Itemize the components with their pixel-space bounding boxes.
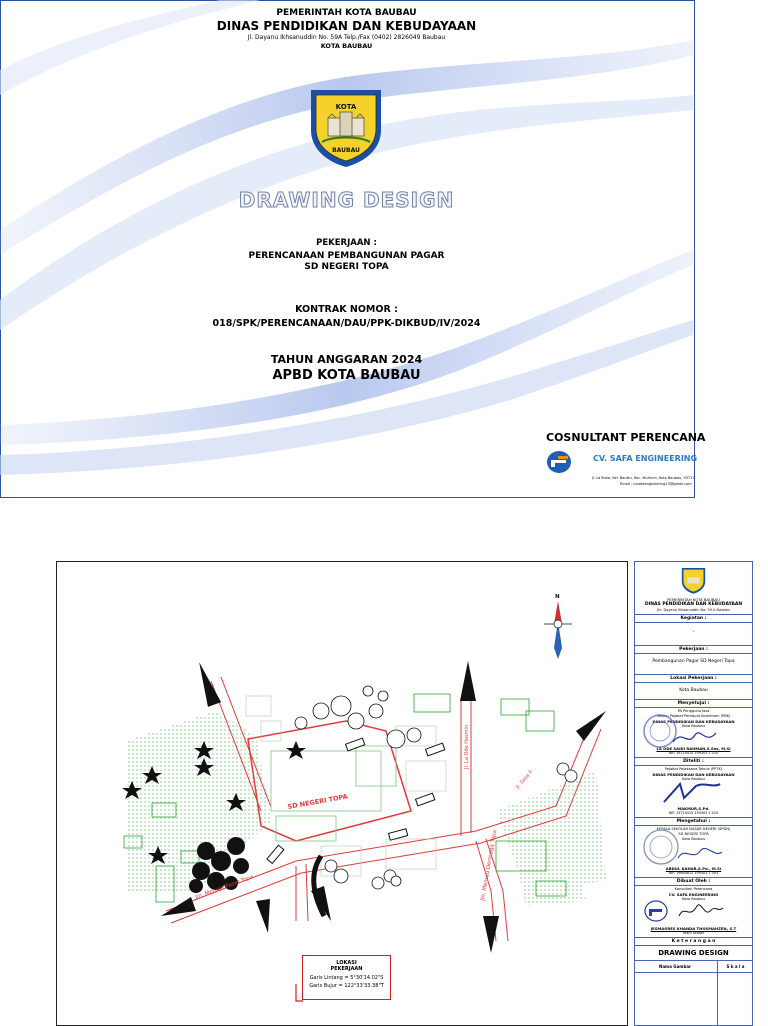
location-info-box: LOKASI PEKERJAAN Garis Lintang = 5°30'14… xyxy=(302,955,391,1000)
tb-diteliti-label: Diteliti : xyxy=(683,759,704,764)
tb-gov: PEMERINTAH KOTA BAUBAU xyxy=(667,597,720,602)
pekerjaan-line-2: SD NEGERI TOPA xyxy=(304,262,389,272)
tb-dibuat-role-3: Kota Baubau xyxy=(682,897,705,901)
tb-diteliti-nip: NIP. 19710415 199303 1 010 xyxy=(668,811,719,815)
cover-title: DRAWING DESIGN xyxy=(238,188,455,213)
tb-menyetujui-label: Menyetujui : xyxy=(677,701,710,706)
svg-text:N: N xyxy=(555,594,560,600)
tb-pekerjaan-value: Pembangunan Pagar SD Negeri Topa xyxy=(652,659,735,664)
tb-dibuat-name: JESMAGRES KHANDA THOSMAHZEN, S.T xyxy=(650,926,737,931)
tb-menyetujui-role-2: Selaku Pejabat Pembuat Komitmen (PBK) xyxy=(656,714,731,718)
safa-engineering-logo-icon xyxy=(547,451,571,473)
dibuat-signature-icon xyxy=(678,904,724,917)
kota-baubau-crest-small-icon xyxy=(681,568,706,594)
pekerjaan-line-1: PERENCANAAN PEMBANGUNAN PAGAR xyxy=(248,251,445,261)
crest-text-bottom: BAUBAU xyxy=(332,147,360,154)
consultant-heading: COSNULTANT PERENCANA xyxy=(546,431,706,444)
header-department: DINAS PENDIDIKAN DAN KEBUDAYAAN xyxy=(216,19,477,33)
consultant-email: Email : cvsafaengineering13@gmail.com xyxy=(620,482,692,486)
tb-dibuat-label: Dibuat Oleh : xyxy=(676,879,711,884)
tb-kegiatan-value: - xyxy=(692,630,695,635)
school-building xyxy=(270,750,382,812)
crest-text-top: KOTA xyxy=(336,103,357,111)
mengetahui-stamp-icon xyxy=(643,829,679,865)
school-label: SD NEGERI TOPA xyxy=(287,793,348,811)
kota-baubau-crest-icon: KOTA BAUBAU xyxy=(311,90,381,167)
header-city: KOTA BAUBAU xyxy=(320,42,373,50)
tb-dibuat-role-2: CV. SAFA ENGINEERING xyxy=(668,892,719,897)
cover-sheet: PEMERINTAH KOTA BAUBAU DINAS PENDIDIKAN … xyxy=(0,0,706,498)
pekerjaan-label: PEKERJAAN : xyxy=(316,238,377,248)
apbd-label: APBD KOTA BAUBAU xyxy=(272,368,421,383)
kontrak-number: 018/SPK/PERENCANAAN/DAU/PPK-DIKBUD/IV/20… xyxy=(212,318,481,329)
tb-mengetahui-nip: NIP. 19680812 199303 1 003 xyxy=(668,871,719,875)
tb-dinas: DINAS PENDIDIKAN DAN KEBUDAYAAN xyxy=(644,602,743,607)
tb-nama-gambar: Nama Gambar xyxy=(659,964,691,969)
road-label-laode: Jl. La Ode Hasmin xyxy=(464,725,470,770)
tb-diteliti-role-2: DINAS PENDIDIKAN DAN KEBUDAYAAN xyxy=(652,772,735,777)
tb-dibuat-role-1: Konsultan Perencana xyxy=(674,887,713,891)
vegetation-area-south xyxy=(516,861,586,906)
consultant-name: CV. SAFA ENGINEERING xyxy=(593,454,698,463)
tb-menyetujui-role-3: DINAS PENDIDIKAN DAN KEBUDAYAAN xyxy=(652,719,735,724)
mengetahui-signature-icon xyxy=(677,848,723,859)
tb-mengetahui-name: ABDUL KAHAR,S.Pd., M.Si xyxy=(665,866,722,871)
tb-diteliti-role-3: Kota Baubau xyxy=(682,777,705,781)
tb-diteliti-name: MAKMUR,S.Pd. xyxy=(677,806,710,811)
decorative-swoosh xyxy=(0,0,693,475)
kontrak-label: KONTRAK NOMOR : xyxy=(295,304,398,315)
tb-mengetahui-role-2: SD NEGERI TOPA xyxy=(678,832,709,836)
tb-lokasi-value: Kota Baubau xyxy=(679,688,708,693)
tb-kegiatan-label: Kegiatan : xyxy=(680,616,707,621)
tb-menyetujui-role-4: Kota Baubau xyxy=(682,724,705,728)
consultant-address: Jl. La Buke, Kel. Bauiku, Kec. Murhum, K… xyxy=(592,476,695,480)
school-boundary xyxy=(247,720,412,842)
menyetujui-signature-icon xyxy=(672,732,717,743)
drawing-title-block: PEMERINTAH KOTA BAUBAU DINAS PENDIDIKAN … xyxy=(634,561,753,1026)
tb-mengetahui-role-3: Kota Baubau xyxy=(682,837,705,841)
safa-engineering-stamp-icon xyxy=(644,900,668,922)
tb-menyetujui-role-1: PA Pengguna Jasa xyxy=(677,709,710,713)
tb-keterangan-value: DRAWING DESIGN xyxy=(658,949,729,957)
tb-pekerjaan-label: Pekerjaan : xyxy=(679,647,708,652)
north-arrow-icon: N xyxy=(544,594,572,659)
tb-menyetujui-name: LA ODE SAIDI RAHMAN,S.Sos, M.Si xyxy=(656,746,731,751)
tb-mengetahui-role-1: KEPALA SEKOLAH DASAR NEGERI (SPDN) xyxy=(656,827,731,831)
tahun-anggaran: TAHUN ANGGARAN 2024 xyxy=(270,353,423,366)
location-title-1: LOKASI xyxy=(336,960,357,966)
header-address: Jl. Dayanu Ikhsanuddin No. 59A Telp./Fax… xyxy=(247,34,446,41)
tb-diteliti-role-1: Pejabat Pelaksana Teknis (PPTK) xyxy=(664,767,723,771)
tb-dibuat-nip: Team Leader xyxy=(682,931,705,935)
diteliti-signature-icon xyxy=(663,781,721,803)
road-label-sasa: Jl. Sasa II xyxy=(514,769,534,791)
location-longitude: Garis Bujur = 122°33'33.38"T xyxy=(309,983,384,989)
site-plan-map: SD NEGERI TOPA xyxy=(122,594,606,1002)
tb-lokasi-label: Lokasi Pekerjaan : xyxy=(670,676,717,681)
tb-mengetahui-label: Mengetahui : xyxy=(676,819,711,824)
location-title-2: PEKERJAAN xyxy=(330,966,363,972)
tb-address: Jln. Dayanu Ikhsanuddin No. 59 A Baubau xyxy=(657,608,730,612)
header-government: PEMERINTAH KOTA BAUBAU xyxy=(276,8,417,18)
location-latitude: Garis Lintang = 5°30'14.02"S xyxy=(309,975,384,981)
tb-menyetujui-nip: NIP. 19710415 199303 1 010 xyxy=(668,751,719,755)
tb-column-divider xyxy=(717,960,718,1025)
tb-skala: S k a l a xyxy=(726,964,745,969)
menyetujui-stamp-icon xyxy=(643,714,677,748)
tb-keterangan-label: K e t e r a n g a n xyxy=(671,939,716,944)
